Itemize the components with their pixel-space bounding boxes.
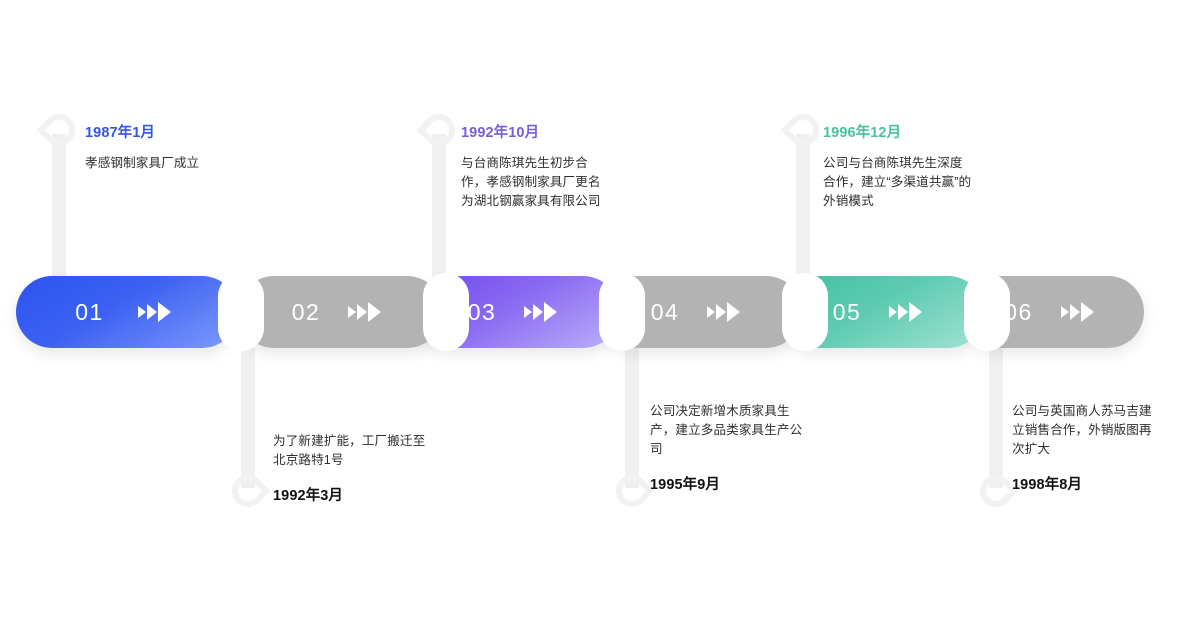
segment-separator-notch [599,273,645,351]
triple-play-arrow-icon [707,302,741,322]
segment-body [16,276,238,348]
pin-marker-3 [416,107,462,153]
pin-ring-icon [780,107,826,153]
milestone-callout-1: 1987年1月 孝感钢制家具厂成立 [85,121,260,173]
pin-ring-icon [36,107,82,153]
segment-number-05: 05 [832,298,862,325]
triple-play-arrow-icon [889,302,923,322]
segment-body [238,276,443,348]
triple-play-arrow-icon [137,302,171,322]
pin-ring-icon [225,468,271,514]
timeline-progress-bar: 01 02 03 [0,273,1200,351]
milestone-callout-3: 1992年10月 与台商陈琪先生初步合作，孝感钢制家具厂更名为湖北钢赢家具有限公… [461,121,611,211]
connector-stem-2 [241,342,255,488]
pin-ring-icon [609,468,655,514]
segment-separator-notch [782,273,828,351]
segment-separator-notch [218,273,264,351]
segment-number-03: 03 [467,298,497,325]
segment-number-02: 02 [291,298,321,325]
triple-play-arrow-icon [1060,302,1094,322]
pin-ring-icon [416,107,462,153]
segment-number-04: 04 [650,298,680,325]
segment-separator-notch [423,273,469,351]
pin-marker-6 [973,468,1019,514]
connector-stem-5 [796,134,810,282]
milestone-callout-2: 为了新建扩能，工厂搬迁至北京路特1号 1992年3月 [273,432,433,505]
triple-play-arrow-icon [348,302,382,322]
connector-stem-3 [432,134,446,282]
segment-separator-notch [964,273,1010,351]
pin-marker-1 [36,107,82,153]
milestone-callout-4: 公司决定新增木质家具生产，建立多品类家具生产公司 1995年9月 [650,402,810,494]
connector-stem-6 [989,342,1003,488]
milestone-date-4: 1995年9月 [650,477,721,493]
milestone-date-5: 1996年12月 [823,125,902,141]
milestone-date-6: 1998年8月 [1012,477,1083,493]
milestone-description-5: 公司与台商陈琪先生深度合作，建立“多渠道共赢”的外销模式 [823,156,972,208]
timeline-segment-02[interactable]: 02 [238,273,469,351]
triple-play-arrow-icon [524,302,558,322]
milestone-description-3: 与台商陈琪先生初步合作，孝感钢制家具厂更名为湖北钢赢家具有限公司 [461,156,601,208]
milestone-description-2: 为了新建扩能，工厂搬迁至北京路特1号 [273,434,426,467]
connector-stem-4 [625,342,639,488]
milestone-callout-5: 1996年12月 公司与台商陈琪先生深度合作，建立“多渠道共赢”的外销模式 [823,121,973,211]
milestone-description-1: 孝感钢制家具厂成立 [85,156,200,170]
connector-stem-1 [52,134,66,282]
pin-marker-2 [225,468,271,514]
milestone-description-4: 公司决定新增木质家具生产，建立多品类家具生产公司 [650,404,803,456]
pin-marker-5 [780,107,826,153]
pin-marker-4 [609,468,655,514]
segment-number-01: 01 [75,298,104,325]
milestone-date-3: 1992年10月 [461,125,540,141]
milestone-description-6: 公司与英国商人苏马吉建立销售合作，外销版图再次扩大 [1012,404,1152,456]
milestone-callout-6: 公司与英国商人苏马吉建立销售合作，外销版图再次扩大 1998年8月 [1012,402,1162,494]
timeline-segment-01[interactable]: 01 [16,273,264,351]
milestone-date-2: 1992年3月 [273,488,344,504]
milestone-date-1: 1987年1月 [85,125,156,141]
